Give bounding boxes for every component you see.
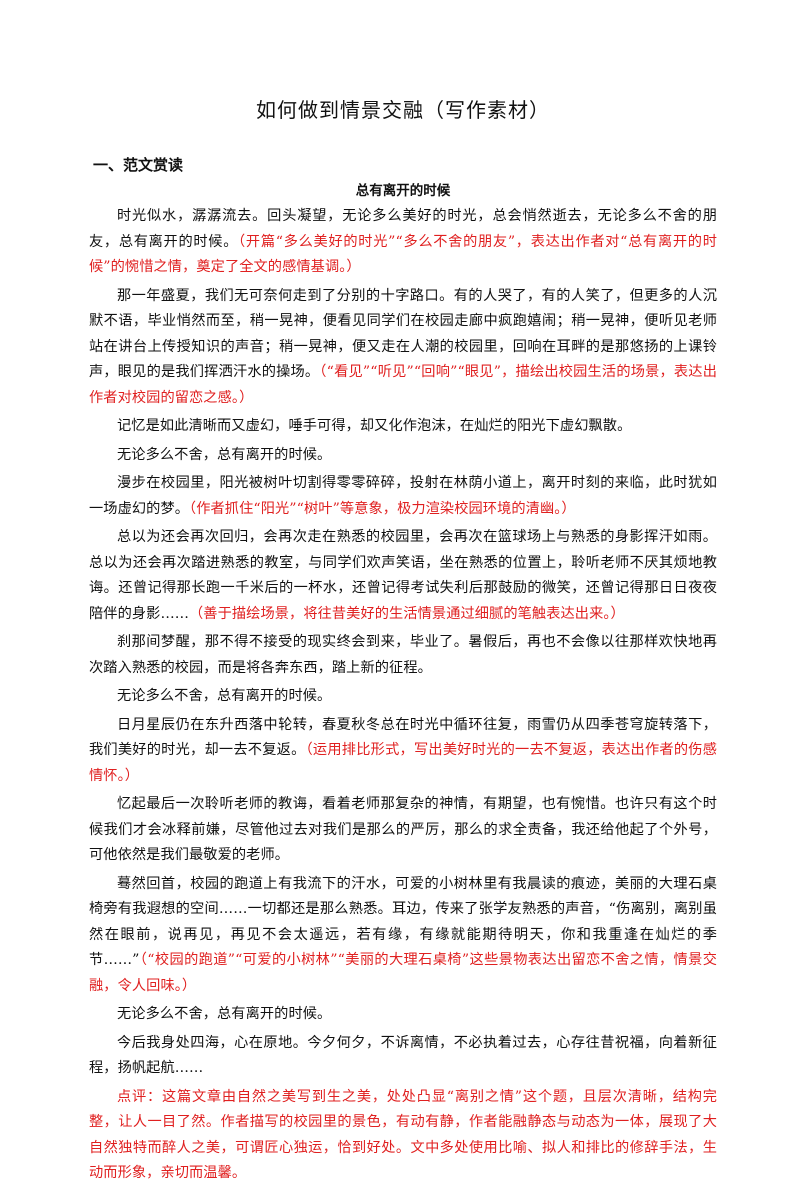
paragraph-text: 日月星辰仍在东升西落中轮转，春夏秋冬总在时光中循环往复，雨雪仍从四季苍穹旋转落下…: [89, 716, 717, 759]
paragraph: 忆起最后一次聆听老师的教诲，看着老师那复杂的神情，有期望，也有惋惜。也许只有这个…: [89, 792, 717, 869]
paragraph-text: 蓦然回首，校园的跑道上有我流下的汗水，可爱的小树林里有我晨读的痕迹，美丽的大理石…: [89, 875, 717, 969]
paragraph-text: 漫步在校园里，阳光被树叶切割得零零碎碎，投射在林荫小道上，离开时刻的来临，此时犹…: [89, 475, 717, 517]
annotation: （作者抓住“阳光”“树叶”等意象，极力渲染校园环境的清幽。）: [189, 500, 576, 517]
commentary: 点评：这篇文章由自然之美写到生之美，处处凸显“离别之情”这个题，且层次清晰，结构…: [89, 1088, 717, 1182]
paragraph-text: 记忆是如此清晰而又虚幻，唾手可得，却又化作泡沫，在灿烂的阳光下虚幻飘散。: [117, 418, 632, 434]
paragraph: 无论多么不舍，总有离开的时候。: [89, 443, 717, 469]
paragraph-text: 总以为还会再次回归，会再次走在熟悉的校园里，会再次在篮球场上与熟悉的身影挥汗如雨…: [89, 529, 717, 622]
paragraph-text: 忆起最后一次聆听老师的教诲，看着老师那复杂的神情，有期望，也有惋惜。也许只有这个…: [89, 796, 717, 863]
paragraph: 日月星辰仍在东升西落中轮转，春夏秋冬总在时光中循环往复，雨雪仍从四季苍穹旋转落下…: [89, 713, 717, 790]
section-heading: 一、范文赏读: [93, 156, 184, 174]
paragraph: 记忆是如此清晰而又虚幻，唾手可得，却又化作泡沫，在灿烂的阳光下虚幻飘散。: [89, 414, 717, 440]
paragraph: 漫步在校园里，阳光被树叶切割得零零碎碎，投射在林荫小道上，离开时刻的来临，此时犹…: [89, 471, 717, 522]
annotation: （开篇“多么美好的时光”“多么不舍的朋友”，表达出作者对“总有离开的时候”的惋惜…: [89, 233, 717, 276]
paragraph-text: 无论多么不舍，总有离开的时候。: [117, 688, 332, 704]
paragraph-text: 今后我身处四海，心在原地。今夕何夕，不诉离情，不必执着过去，心存往昔祝福，向着新…: [89, 1034, 717, 1077]
paragraph: 时光似水，潺潺流去。回头凝望，无论多么美好的时光，总会悄然逝去，无论多么不舍的朋…: [89, 204, 717, 281]
document-title: 如何做到情景交融（写作素材）: [256, 98, 550, 122]
article-body: 时光似水，潺潺流去。回头凝望，无论多么美好的时光，总会悄然逝去，无论多么不舍的朋…: [89, 204, 717, 1187]
annotation: （“看见”“听见”“回响”“眼见”，描绘出校园生活的场景，表达出作者对校园的留恋…: [89, 364, 717, 406]
paragraph: 总以为还会再次回归，会再次走在熟悉的校园里，会再次在篮球场上与熟悉的身影挥汗如雨…: [89, 525, 717, 627]
paragraph-text: 时光似水，潺潺流去。回头凝望，无论多么美好的时光，总会悄然逝去，无论多么不舍的朋…: [89, 208, 717, 250]
annotation: （运用排比形式，写出美好时光的一去不复返，表达出作者的伤感情怀。）: [89, 742, 717, 784]
annotation: （“校园的跑道”“可爱的小树林”“美丽的大理石桌椅”这些景物表达出留恋不舍之情，…: [89, 952, 717, 994]
document-page: 如何做到情景交融（写作素材） 一、范文赏读 总有离开的时候 时光似水，潺潺流去。…: [89, 98, 717, 1181]
paragraph: 无论多么不舍，总有离开的时候。: [89, 684, 717, 710]
article-title: 总有离开的时候: [355, 183, 451, 199]
paragraph-text: 无论多么不舍，总有离开的时候。: [117, 1006, 332, 1022]
paragraph: 那一年盛夏，我们无可奈何走到了分别的十字路口。有的人哭了，有的人笑了，但更多的人…: [89, 284, 717, 412]
paragraph: 蓦然回首，校园的跑道上有我流下的汗水，可爱的小树林里有我晨读的痕迹，美丽的大理石…: [89, 872, 717, 1000]
paragraph: 刹那间梦醒，那不得不接受的现实终会到来，毕业了。暑假后，再也不会像以往那样欢快地…: [89, 630, 717, 681]
commentary-paragraph: 点评：这篇文章由自然之美写到生之美，处处凸显“离别之情”这个题，且层次清晰，结构…: [89, 1085, 717, 1187]
paragraph-text: 那一年盛夏，我们无可奈何走到了分别的十字路口。有的人哭了，有的人笑了，但更多的人…: [89, 287, 717, 381]
paragraph: 无论多么不舍，总有离开的时候。: [89, 1002, 717, 1028]
paragraph: 今后我身处四海，心在原地。今夕何夕，不诉离情，不必执着过去，心存往昔祝福，向着新…: [89, 1031, 717, 1082]
paragraph-text: 无论多么不舍，总有离开的时候。: [117, 446, 332, 463]
paragraph-text: 刹那间梦醒，那不得不接受的现实终会到来，毕业了。暑假后，再也不会像以往那样欢快地…: [89, 634, 717, 676]
annotation: （善于描绘场景，将往昔美好的生活情景通过细腻的笔触表达出来。）: [189, 605, 625, 622]
